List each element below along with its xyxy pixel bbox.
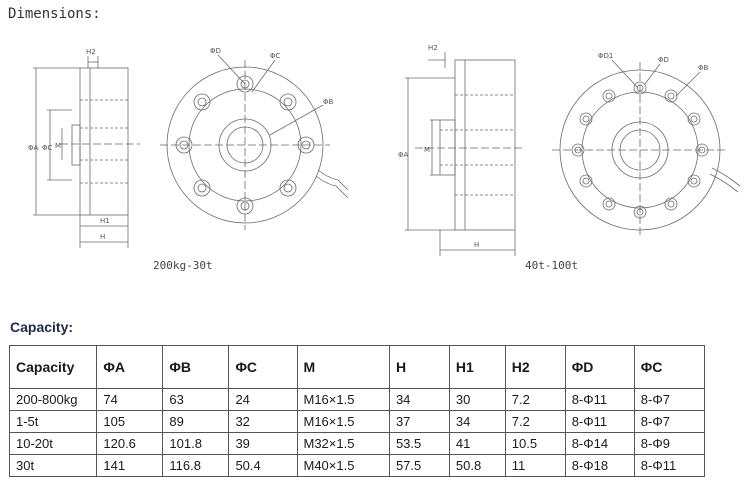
label-right-phid: ΦD: [658, 56, 669, 64]
label-left-phic-top: ΦC: [270, 52, 281, 60]
header-h: H: [388, 345, 450, 389]
table-cell: 41: [448, 432, 506, 455]
table-cell: M16×1.5: [296, 388, 390, 411]
table-cell: 30: [448, 388, 506, 411]
label-left-phic: ΦC: [42, 144, 53, 152]
table-cell: 37: [388, 410, 450, 433]
table-cell: 32: [228, 410, 298, 433]
table-cell: 50.8: [448, 454, 506, 477]
right-side-view: [405, 52, 525, 256]
label-right-h2: H2: [428, 44, 438, 52]
header-phia: ΦA: [96, 345, 164, 389]
label-left-h: H: [100, 233, 105, 241]
table-cell: 8-Φ11: [564, 388, 635, 411]
table-header-row: Capacity ΦA ΦB ΦC M H H1 H2 ΦD ΦC: [8, 345, 706, 389]
table-cell: 89: [162, 410, 230, 433]
label-left-phid: ΦD: [210, 47, 221, 55]
table-cell: 101.8: [162, 432, 230, 455]
left-top-view: [160, 54, 349, 230]
table-cell: 116.8: [162, 454, 230, 477]
table-row: 10-20t 120.6 101.8 39 M32×1.5 53.5 41 10…: [8, 432, 706, 455]
table-cell: 200-800kg: [8, 388, 98, 411]
table-cell: M32×1.5: [296, 432, 390, 455]
table-cell: 8-Φ11: [564, 410, 635, 433]
header-h1: H1: [448, 345, 506, 389]
header-phid: ΦD: [564, 345, 635, 389]
table-cell: M40×1.5: [296, 454, 390, 477]
caption-right: 40t-100t: [525, 259, 578, 272]
table-cell: 105: [96, 410, 164, 433]
table-cell: 8-Φ11: [633, 454, 706, 477]
label-right-phid1: ΦD1: [598, 52, 613, 60]
dimensions-title: Dimensions:: [8, 6, 101, 22]
dimension-drawings: H2 H1 H ΦA ΦC M ΦD ΦC ΦB H2 H ΦA M ΦD1 Φ…: [28, 44, 741, 256]
label-left-h2: H2: [86, 48, 96, 56]
table-cell: 11: [504, 454, 566, 477]
table-cell: 53.5: [388, 432, 450, 455]
left-side-view: [33, 56, 140, 248]
table-cell: 8-Φ9: [633, 432, 706, 455]
table-row: 1-5t 105 89 32 M16×1.5 37 34 7.2 8-Φ11 8…: [8, 410, 706, 433]
table-cell: 30t: [8, 454, 98, 477]
capacity-title: Capacity:: [10, 319, 74, 335]
header-phic-holes: ΦC: [633, 345, 706, 389]
table-cell: 34: [448, 410, 506, 433]
table-cell: 8-Φ7: [633, 410, 706, 433]
header-capacity: Capacity: [8, 345, 98, 389]
table-row: 30t 141 116.8 50.4 M40×1.5 57.5 50.8 11 …: [8, 454, 706, 477]
table-cell: 39: [228, 432, 298, 455]
table-cell: 74: [96, 388, 164, 411]
header-h2: H2: [504, 345, 566, 389]
label-left-h1: H1: [100, 217, 110, 225]
label-right-phia: ΦA: [398, 151, 409, 159]
table-cell: 34: [388, 388, 450, 411]
table-cell: 8-Φ18: [564, 454, 635, 477]
label-left-m: M: [55, 142, 61, 150]
table-cell: 1-5t: [8, 410, 98, 433]
capacity-table: Capacity ΦA ΦB ΦC M H H1 H2 ΦD ΦC 200-80…: [8, 345, 706, 477]
header-phic: ΦC: [228, 345, 298, 389]
table-cell: 8-Φ7: [633, 388, 706, 411]
label-left-phia: ΦA: [28, 144, 39, 152]
right-top-view: [552, 59, 741, 238]
table-cell: 7.2: [504, 388, 566, 411]
table-cell: 57.5: [388, 454, 450, 477]
table-cell: 8-Φ14: [564, 432, 635, 455]
header-m: M: [296, 345, 390, 389]
table-cell: M16×1.5: [296, 410, 390, 433]
table-cell: 50.4: [228, 454, 298, 477]
table-cell: 24: [228, 388, 298, 411]
table-cell: 7.2: [504, 410, 566, 433]
caption-left: 200kg-30t: [153, 259, 213, 272]
table-cell: 141: [96, 454, 164, 477]
table-cell: 120.6: [96, 432, 164, 455]
label-right-phib: ΦB: [698, 64, 709, 72]
table-cell: 10.5: [504, 432, 566, 455]
label-right-m: M: [424, 146, 430, 154]
table-row: 200-800kg 74 63 24 M16×1.5 34 30 7.2 8-Φ…: [8, 388, 706, 411]
table-cell: 63: [162, 388, 230, 411]
table-cell: 10-20t: [8, 432, 98, 455]
label-right-h: H: [474, 241, 479, 249]
label-left-phib: ΦB: [323, 98, 334, 106]
header-phib: ΦB: [162, 345, 230, 389]
